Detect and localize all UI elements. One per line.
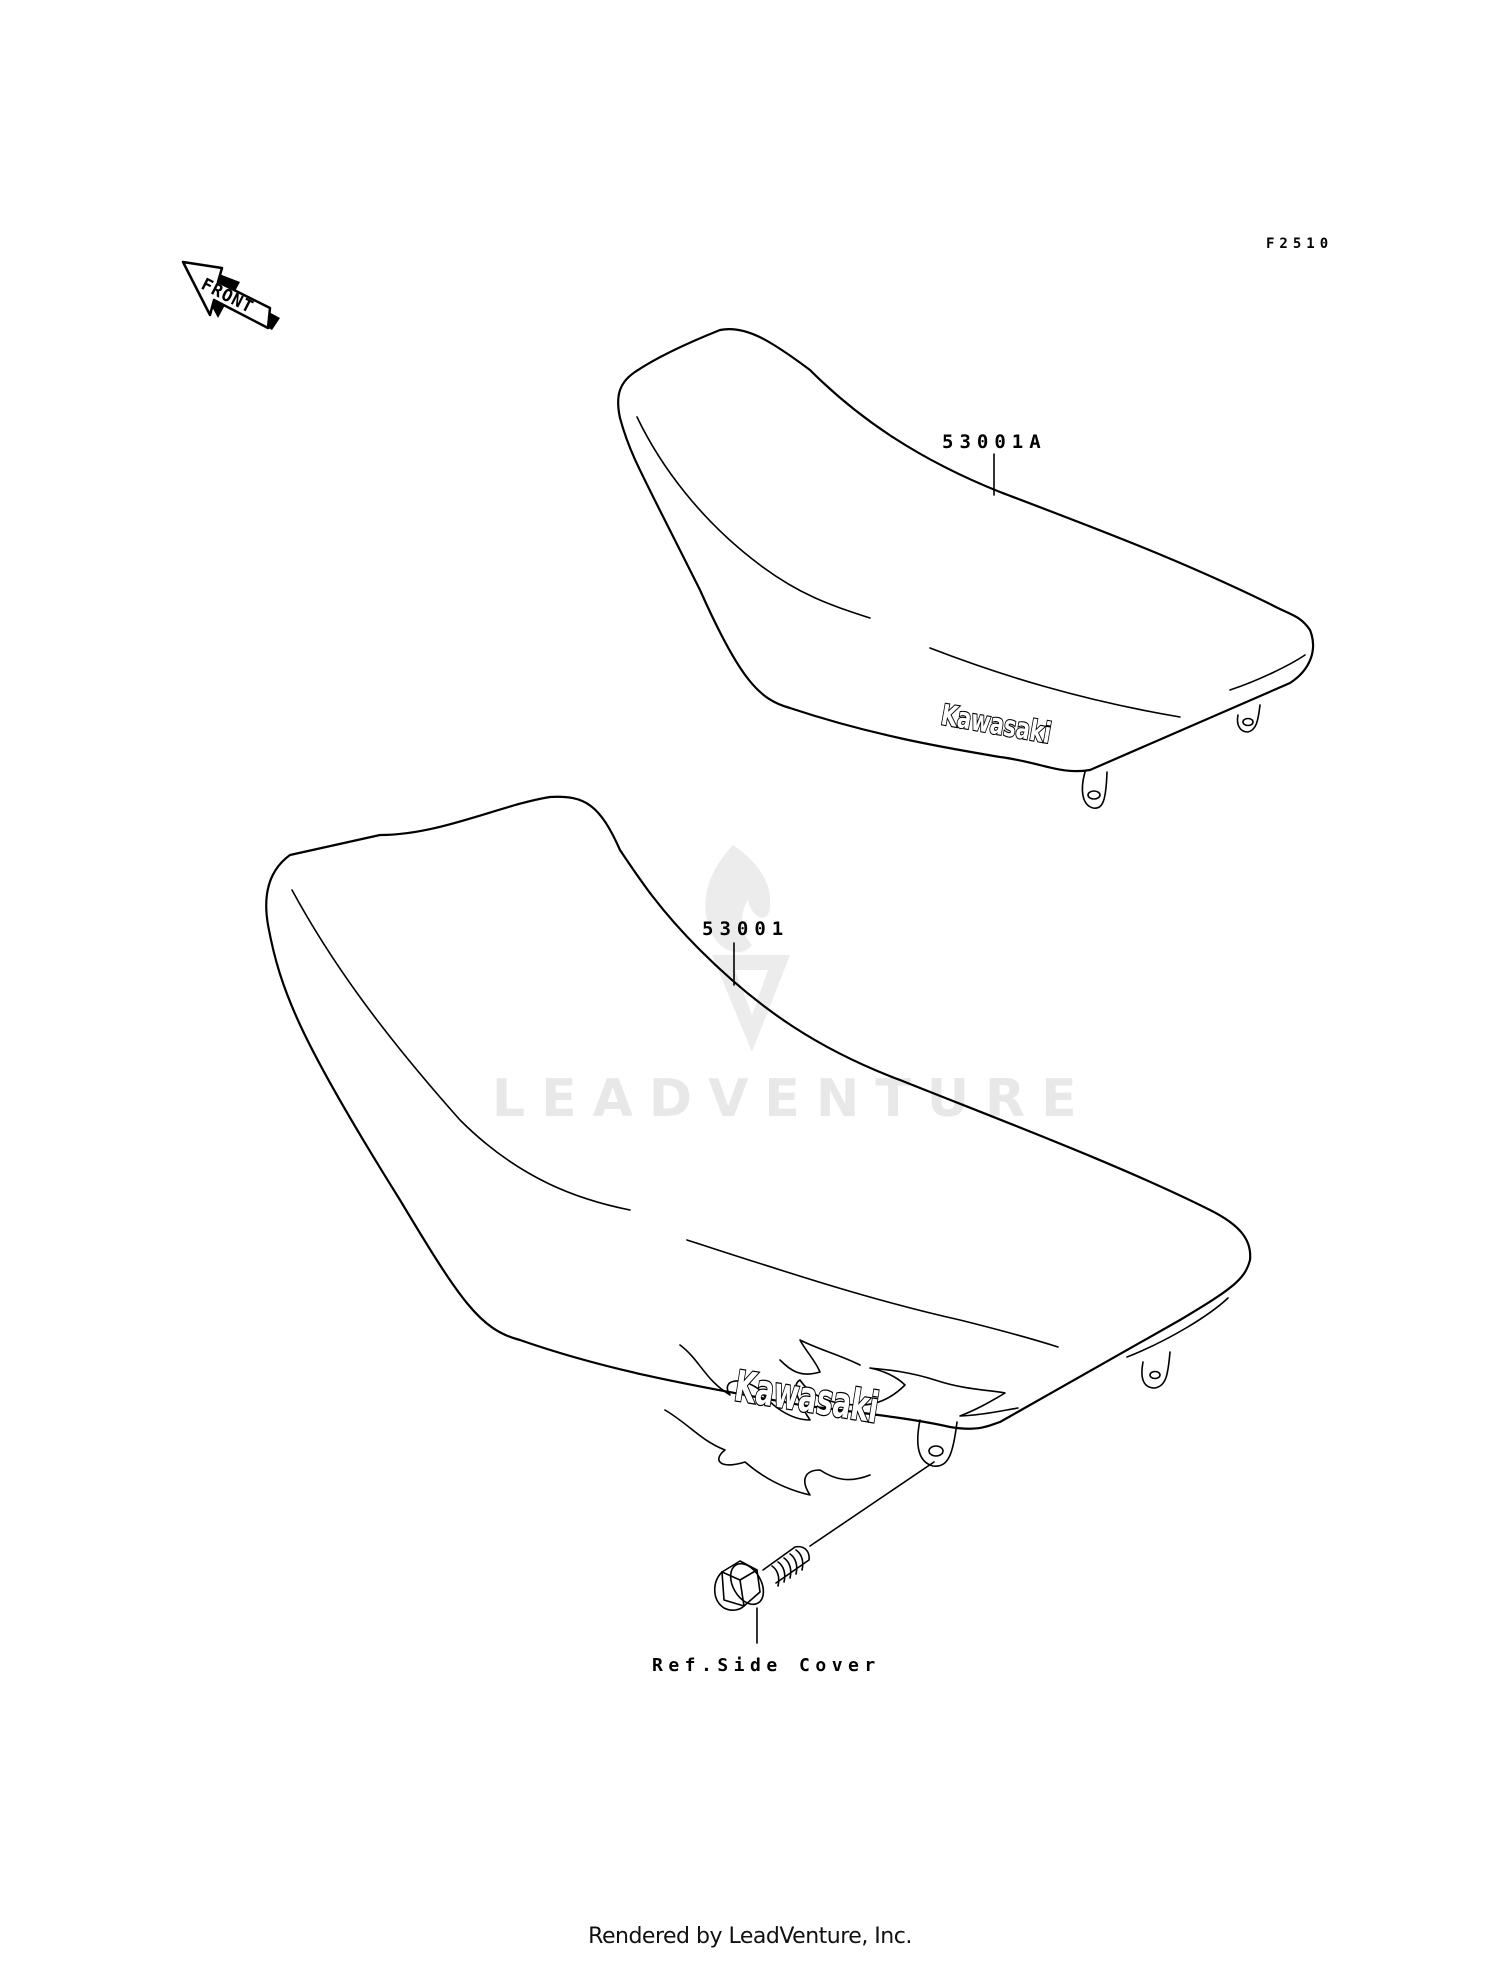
kawasaki-logo: Kawasaki	[939, 698, 1054, 750]
seat-53001a[interactable]: Kawasaki 53001A	[617, 328, 1315, 809]
bolt-ref-side-cover[interactable]: Ref.Side Cover	[652, 1461, 935, 1676]
leadventure-logo-icon	[705, 845, 790, 1052]
kawasaki-logo: Kawasaki	[731, 1362, 882, 1433]
ref-side-cover-label[interactable]: Ref.Side Cover	[652, 1655, 881, 1676]
flame-graphic-icon	[664, 1339, 1019, 1496]
front-arrow-icon: FRONT	[181, 260, 280, 330]
callout-53001[interactable]: 53001	[702, 918, 789, 940]
callout-53001a[interactable]: 53001A	[942, 431, 1047, 453]
seat-53001[interactable]: Kawasaki 53001	[265, 795, 1252, 1496]
watermark-text: LEADVENTURE	[492, 1069, 1093, 1129]
footer-credit: Rendered by LeadVenture, Inc.	[588, 1924, 912, 1949]
figure-number: F2510	[1266, 236, 1333, 252]
watermark: LEADVENTURE	[492, 845, 1093, 1129]
